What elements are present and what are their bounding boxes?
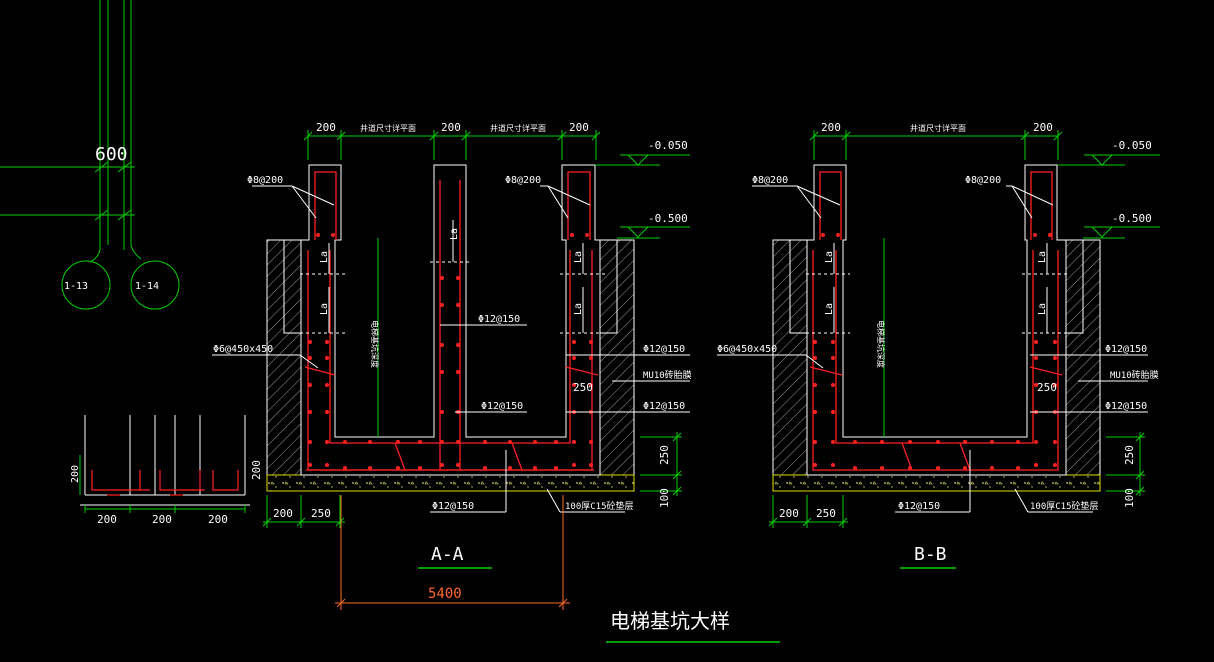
right-dim-100: 100 <box>658 488 671 508</box>
pit-depth-note-bb: 电梯基坑深度 <box>876 320 886 368</box>
section-a-a: La La La La La 电梯基坑深度 200 200 200 井道尺寸详平… <box>212 121 692 610</box>
right-dim-250-bb: 250 <box>1123 445 1136 465</box>
rebar-dots-bb <box>813 233 1057 470</box>
bedding-label: 100厚C15砼垫层 <box>565 500 634 512</box>
bottom-dim-250-bb: 250 <box>816 507 836 520</box>
c15-bedding-bb <box>772 474 1101 492</box>
la-label-bb-4: La <box>1037 303 1048 315</box>
top-dim-note-b: 井道尺寸详平面 <box>490 123 546 133</box>
small-wall-detail <box>80 415 250 506</box>
phi12-bottom-label-bb: Φ12@150 <box>898 501 940 512</box>
la-label-4: La <box>573 251 584 263</box>
leader-lines <box>212 185 690 513</box>
top-dim-200-bb-a: 200 <box>821 121 841 134</box>
la-label-5: La <box>573 303 584 315</box>
phi12-right-b-label: Φ12@150 <box>643 401 685 412</box>
la-label-bb-2: La <box>824 303 835 315</box>
phi12-right-a-label: Φ12@150 <box>643 344 685 355</box>
axis-bubble-1-13 <box>61 260 111 310</box>
left-fragment: 600 1-13 1-14 <box>0 0 250 526</box>
la-lines-bb <box>806 273 1068 334</box>
pit-depth-note: 电梯基坑深度 <box>370 320 380 368</box>
top-dim-200-b: 200 <box>441 121 461 134</box>
c15-bedding <box>266 474 635 492</box>
la-label-3: La <box>449 228 460 240</box>
top-dim-note-a: 井道尺寸详平面 <box>360 123 416 133</box>
dim-600-label: 600 <box>95 144 128 165</box>
la-label-bb-1: La <box>824 251 835 263</box>
right-dim-100-bb: 100 <box>1123 488 1136 508</box>
top-dim-200-a: 200 <box>316 121 336 134</box>
top-dim-line <box>303 130 601 160</box>
top-dim-line-bb <box>809 130 1063 160</box>
right-dim-250: 250 <box>658 445 671 465</box>
span-5400-label: 5400 <box>428 586 462 602</box>
phi12-right-b-label-bb: Φ12@150 <box>1105 401 1147 412</box>
pit-concrete-outline <box>283 164 618 476</box>
leader-lines-bb <box>717 185 1148 513</box>
top-dim-200-bb-b: 200 <box>1033 121 1053 134</box>
small-dim-200-c: 200 <box>208 513 228 526</box>
section-title-b-b: B-B <box>914 544 947 565</box>
drawing-title: 电梯基坑大样 <box>610 609 730 633</box>
section-b-b: La La La La 电梯基坑深度 200 200 井道尺寸详平面 -0.05… <box>717 121 1160 569</box>
la-label-1: La <box>319 251 330 263</box>
phi8-left-label: Φ8@200 <box>247 175 283 186</box>
small-dim-200-b: 200 <box>152 513 172 526</box>
bedding-label-bb: 100厚C15砼垫层 <box>1030 500 1099 512</box>
phi12-bottom-label: Φ12@150 <box>432 501 474 512</box>
inner-dim-250-bb: 250 <box>1037 381 1057 394</box>
axis-bubble-1-14 <box>130 260 180 310</box>
right-dims <box>640 432 682 496</box>
phi6-label: Φ6@450x450 <box>213 344 273 355</box>
level-top-label: -0.050 <box>648 139 688 152</box>
rebar-lines <box>304 171 599 471</box>
phi12-mid-a-label: Φ12@150 <box>478 314 520 325</box>
top-dim-note-bb: 井道尺寸详平面 <box>910 123 966 133</box>
la-label-bb-3: La <box>1037 251 1048 263</box>
rebar-dots <box>308 233 593 470</box>
bottom-dims <box>262 495 345 528</box>
top-dim-200-c: 200 <box>569 121 589 134</box>
small-detail-rebar <box>91 470 239 496</box>
bottom-dim-250: 250 <box>311 507 331 520</box>
level-markers <box>595 154 690 239</box>
phi6-label-bb: Φ6@450x450 <box>717 344 777 355</box>
phi12-right-a-label-bb: Φ12@150 <box>1105 344 1147 355</box>
axis-label-1-13: 1-13 <box>64 281 88 292</box>
rebar-lines-bb <box>809 171 1063 471</box>
bottom-dims-bb <box>768 495 848 528</box>
phi8-right-label-bb: Φ8@200 <box>965 175 1001 186</box>
la-lines <box>300 261 605 334</box>
pit-concrete-outline-bb <box>789 164 1084 476</box>
section-title-a-a: A-A <box>431 544 464 565</box>
phi8-left-label-bb: Φ8@200 <box>752 175 788 186</box>
phi12-mid-b-label: Φ12@150 <box>481 401 523 412</box>
level-top-label-bb: -0.050 <box>1112 139 1152 152</box>
small-side-dim-200: 200 <box>70 465 81 483</box>
level-mid-label-bb: -0.500 <box>1112 212 1152 225</box>
right-dims-bb <box>1106 432 1145 496</box>
left-side-dim-200: 200 <box>250 460 263 480</box>
small-dim-200-a: 200 <box>97 513 117 526</box>
bottom-dim-200: 200 <box>273 507 293 520</box>
brick-formwork-right <box>599 239 635 476</box>
level-mid-label: -0.500 <box>648 212 688 225</box>
phi8-right-label: Φ8@200 <box>505 175 541 186</box>
bottom-dim-200-bb: 200 <box>779 507 799 520</box>
axis-label-1-14: 1-14 <box>135 281 159 292</box>
span-dim-5400 <box>335 495 570 610</box>
level-markers-bb <box>1058 154 1160 239</box>
mu10-label-bb: MU10砖胎膜 <box>1110 369 1159 381</box>
mu10-label: MU10砖胎膜 <box>643 369 692 381</box>
inner-dim-250: 250 <box>573 381 593 394</box>
la-label-2: La <box>319 303 330 315</box>
